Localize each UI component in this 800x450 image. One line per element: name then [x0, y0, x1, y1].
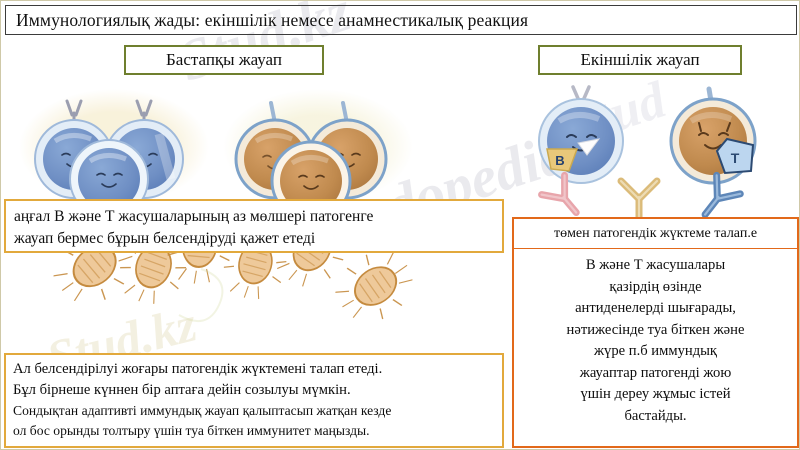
activation-note-line-2: Бұл бірнеше күннен бір аптаға дейін созы… [13, 382, 351, 398]
slide-title-bar: Иммунологиялық жады: екіншілік немесе ан… [5, 5, 797, 35]
secondary-response-line-8: бастайды. [624, 407, 687, 424]
t-cell-cluster-illustration [223, 79, 413, 222]
low-pathogen-load-callout: төмен патогендік жүктеме талап.е [512, 217, 799, 250]
bacteria-illustration [1, 201, 501, 357]
secondary-response-line-2: қазірдің өзінде [609, 278, 702, 295]
antibody-pink-icon [529, 171, 599, 223]
b-cell-with-badge-illustration: B [529, 83, 639, 193]
secondary-response-line-6: жауаптар патогенді жою [579, 364, 732, 381]
antibody-gold-icon [609, 173, 669, 223]
secondary-response-line-4: нәтижесінде туа біткен және [566, 321, 745, 338]
activation-note-line-1: Ал белсендірілуі жоғары патогендік жүкте… [13, 361, 383, 377]
low-pathogen-load-line-1: төмен патогендік жүктеме талап.е [553, 225, 758, 241]
naive-cells-line-1: аңғал В және Т жасушаларының аз мөлшері … [14, 208, 374, 225]
secondary-response-line-1: В және Т жасушалары [585, 257, 726, 273]
activation-note-line-3: Сондықтан адаптивті иммундық жауап қалып… [13, 403, 392, 418]
secondary-response-header: Екіншілік жауап [538, 45, 742, 75]
b-cell-cluster-illustration [19, 79, 209, 219]
secondary-response-callout: В және Т жасушалары қазірдің өзінде анти… [512, 249, 799, 448]
primary-response-label: Бастапқы жауап [166, 50, 282, 69]
activation-note-callout: Ал белсендірілуі жоғары патогендік жүкте… [4, 353, 504, 448]
svg-text:T: T [731, 150, 740, 166]
page-title: Иммунологиялық жады: екіншілік немесе ан… [16, 9, 529, 30]
secondary-response-line-3: антиденелерді шығарады, [575, 300, 736, 316]
secondary-response-line-5: жүре п.б иммундық [593, 343, 718, 359]
secondary-response-label: Екіншілік жауап [580, 50, 700, 69]
t-cell-with-badge-illustration: T [661, 83, 771, 193]
naive-cells-line-2: жауап бермес бұрын белсендіруді қажет ет… [14, 230, 316, 247]
secondary-response-line-7: үшін дереу жұмыс істей [580, 386, 731, 402]
primary-response-header: Бастапқы жауап [124, 45, 324, 75]
svg-text:B: B [555, 153, 564, 168]
naive-cells-callout: аңғал В және Т жасушаларының аз мөлшері … [4, 199, 504, 253]
antibody-blue-icon [681, 171, 756, 223]
activation-note-line-4: ол бос орынды толтыру үшін туа біткен им… [13, 423, 370, 438]
